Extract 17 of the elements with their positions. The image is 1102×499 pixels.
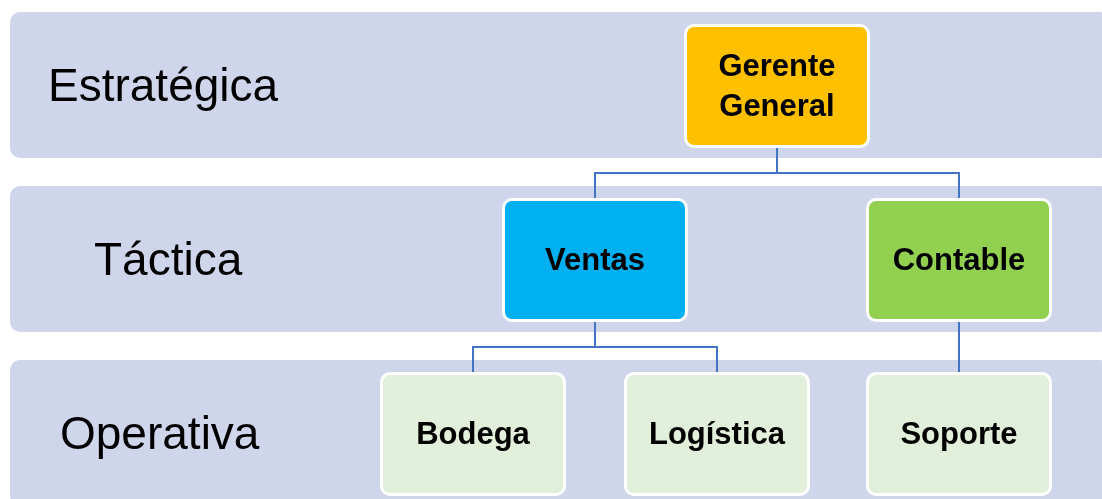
position-label: Logística xyxy=(648,414,786,453)
position-box xyxy=(380,372,566,496)
position-box xyxy=(866,372,1052,496)
level-label: Táctica xyxy=(94,236,243,282)
level-band xyxy=(10,360,1102,499)
position-label: Soporte xyxy=(900,414,1018,453)
position-box xyxy=(624,372,810,496)
position-label: Gerente General xyxy=(717,46,837,125)
position-box xyxy=(866,198,1052,322)
level-band xyxy=(10,186,1102,332)
connector-line xyxy=(958,321,960,373)
position-label: Bodega xyxy=(416,414,530,453)
position-label: Ventas xyxy=(545,240,645,279)
level-band xyxy=(10,12,1102,158)
position-box xyxy=(684,24,870,148)
position-label: Contable xyxy=(892,240,1026,279)
position-box xyxy=(502,198,688,322)
